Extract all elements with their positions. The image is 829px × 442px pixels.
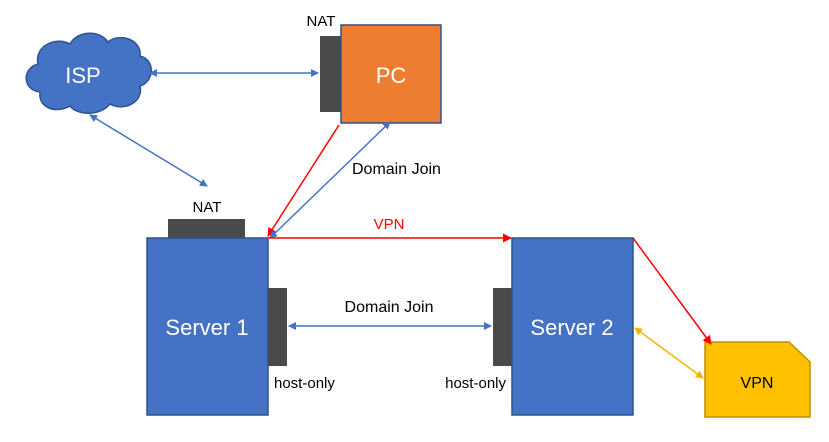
pc-server1-domainjoin-arrow [269,121,391,239]
server1-hostonly-label: host-only [274,375,335,392]
connections [89,69,712,379]
server1-box [146,237,269,416]
server2-vpn-red-arrow [632,237,712,345]
server1-node: Server 1 NAT host-only [146,199,335,416]
server2-box [511,237,634,416]
server2-hostonly-port [493,288,512,366]
vpn-card-shape [704,341,811,418]
pc-label: PC [376,63,407,88]
server2-node: Server 2 host-only [445,237,634,416]
pc-node: PC NAT [307,13,442,124]
server1-nat-port [168,219,245,238]
isp-cloud: ISP [25,32,152,114]
server1-hostonly-port [268,288,287,366]
server2-vpncard-yellow-arrow [634,327,704,379]
pc-nat-label: NAT [307,13,336,30]
server2-label: Server 2 [530,315,613,340]
isp-cloud-shape [25,32,152,114]
server1-label: Server 1 [165,315,248,340]
vpn-link-label: VPN [374,216,405,233]
server1-nat-label: NAT [193,199,222,216]
isp-label: ISP [65,63,100,88]
server2-hostonly-label: host-only [445,375,506,392]
vpn-card-label: VPN [741,375,774,392]
pc-nat-port [320,36,341,112]
vpn-card-node: VPN [704,341,811,418]
pc-server1-red-line [267,124,340,237]
isp-server1-arrow [89,114,208,187]
domain-join-pc-label: Domain Join [352,161,441,178]
pc-box [340,24,442,124]
domain-join-servers-label: Domain Join [345,299,434,316]
